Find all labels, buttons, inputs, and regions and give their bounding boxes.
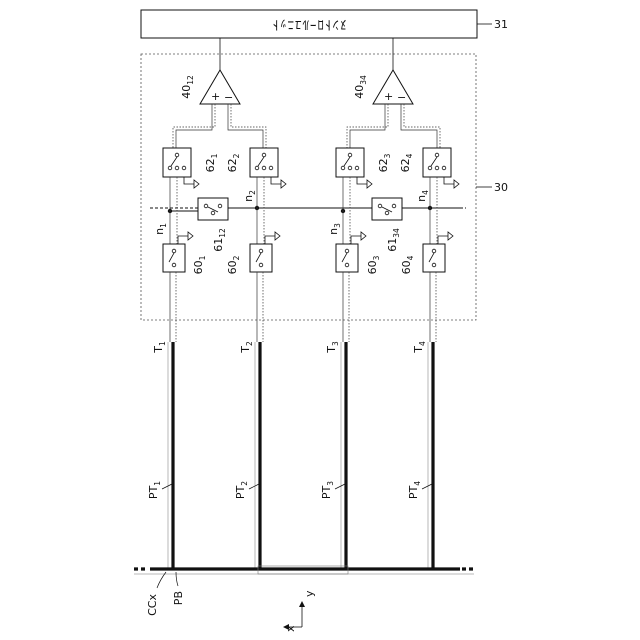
- terminal-labels: T1 T2 T3 T4: [152, 341, 427, 354]
- switch-label: 6112: [212, 228, 227, 252]
- ccx-label: CCx: [146, 594, 159, 616]
- switch-62-3: 623: [336, 148, 392, 188]
- switch-label: 604: [400, 255, 415, 274]
- switch-label: 603: [366, 255, 381, 274]
- switch-label: 621: [204, 153, 219, 172]
- amplifier-label: 4012: [180, 75, 195, 99]
- switch-circuit-boundary: 30: [141, 54, 508, 320]
- control-unit-text: ﾇﾝﾄﾛｰﾙﾕﾆｯﾄ: [272, 17, 347, 32]
- svg-text:T3: T3: [325, 341, 340, 354]
- switch-label: 602: [226, 255, 241, 274]
- switch-label: 601: [192, 255, 207, 274]
- svg-text:T2: T2: [239, 341, 254, 354]
- switch-62-4: 624: [399, 148, 459, 188]
- plus-sign: +: [384, 90, 393, 103]
- minus-sign: −: [397, 91, 406, 104]
- switch-61-34: 6134: [372, 198, 402, 252]
- svg-text:PT3: PT3: [320, 481, 335, 499]
- switch-label: 624: [399, 153, 414, 172]
- amplifier-label: 4034: [353, 75, 368, 99]
- control-unit: ﾇﾝﾄﾛｰﾙﾕﾆｯﾄ 31: [141, 10, 508, 38]
- switch-circuit-ref: 30: [494, 181, 508, 194]
- axes-indicator: y x: [283, 590, 316, 632]
- switch-label: 622: [226, 153, 241, 172]
- bus-labels: CCx PB: [146, 572, 185, 616]
- minus-sign: −: [224, 91, 233, 104]
- signal-wires-upper: [173, 104, 440, 148]
- svg-text:PT2: PT2: [234, 481, 249, 499]
- control-unit-ref: 31: [494, 18, 508, 31]
- svg-text:PT4: PT4: [407, 481, 422, 499]
- pattern-lines: [173, 342, 433, 568]
- switch-60-1: 601: [163, 232, 207, 274]
- svg-text:n4: n4: [415, 190, 430, 202]
- switch-62-1: 621: [163, 148, 219, 188]
- amplifier-40-12: + − 4012: [180, 70, 240, 104]
- svg-text:T1: T1: [152, 341, 167, 354]
- switch-62-2: 622: [226, 148, 286, 188]
- switch-60-4: 604: [400, 232, 453, 274]
- terminal-wires: [170, 272, 436, 342]
- pb-label: PB: [172, 591, 185, 605]
- bottom-bus: [134, 566, 474, 574]
- switch-label: 6134: [386, 228, 401, 252]
- axis-y-label: y: [303, 590, 316, 597]
- node-bus: [150, 208, 466, 211]
- switch-61-12: 6112: [198, 198, 228, 252]
- svg-text:n2: n2: [242, 190, 257, 202]
- svg-text:n1: n1: [153, 223, 168, 235]
- plus-sign: +: [211, 90, 220, 103]
- svg-text:T4: T4: [412, 341, 427, 354]
- pattern-labels: PT1 PT2 PT3 PT4: [147, 481, 432, 499]
- amplifier-40-34: + − 4034: [353, 70, 413, 104]
- pattern-lines-thin: [168, 342, 428, 568]
- axis-x-label: x: [284, 625, 297, 632]
- switch-60-2: 602: [226, 232, 280, 274]
- svg-text:PT1: PT1: [147, 481, 162, 499]
- switch-label: 623: [377, 153, 392, 172]
- svg-text:n3: n3: [327, 223, 342, 235]
